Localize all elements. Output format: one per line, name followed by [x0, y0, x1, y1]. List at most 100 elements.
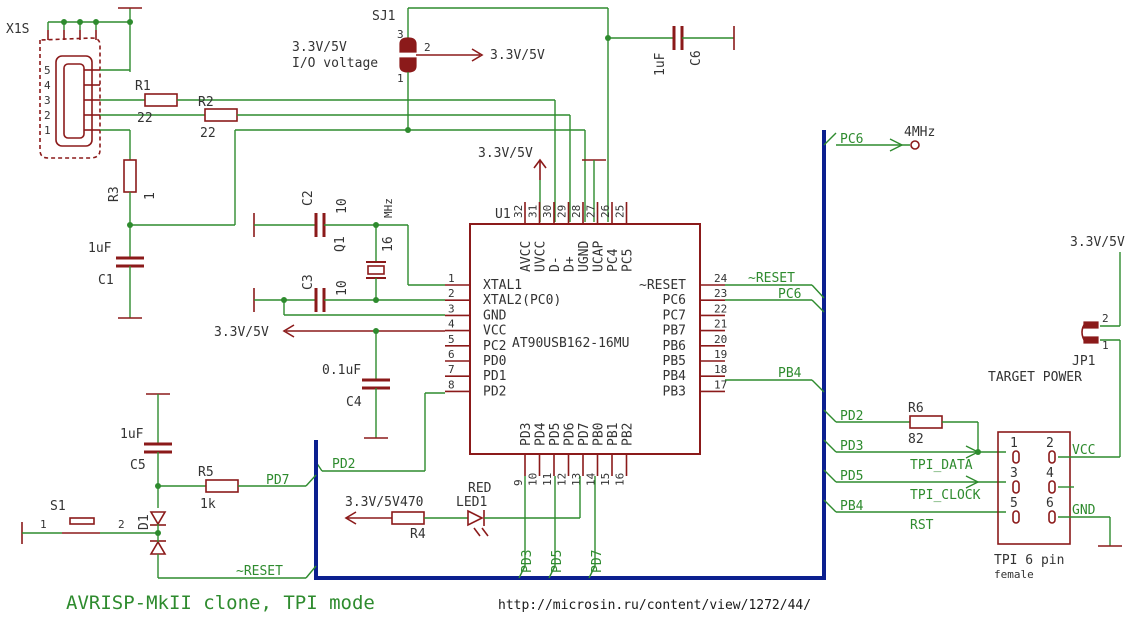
u1-pin-3-name: GND [483, 308, 507, 323]
usb-pin-3: 3 [44, 94, 51, 107]
resistor-r6: R6 82 [908, 401, 1006, 455]
c2-label: C2 [301, 190, 316, 206]
u1-pin-20-number: 20 [714, 333, 727, 346]
jp1-label: JP1 [1072, 354, 1095, 369]
s1-button [69, 517, 95, 525]
u1-pin-27-name: UCAP [592, 241, 607, 272]
diode-d1: D1 ~RESET [137, 511, 317, 579]
conn-sub: female [994, 568, 1034, 581]
u1-pin-11-number: 11 [541, 473, 554, 486]
pb4-right-label: PB4 [840, 499, 864, 514]
conn-pin-6: 6 [1046, 496, 1054, 511]
u1-pin-32-name: AVCC [519, 241, 534, 272]
sj1-arrow [471, 48, 484, 62]
c5-label: C5 [130, 458, 146, 473]
u1-pin-4-number: 4 [448, 318, 455, 331]
signal-bus [314, 130, 826, 580]
pd2-bus-label: PD2 [332, 457, 355, 472]
pc6-bus2-label: PC6 [778, 287, 801, 302]
right-bus-taps: PD2 PD3 PD5 PB4 [823, 409, 1006, 514]
u1-pin-31-name: UVCC [534, 241, 549, 272]
u1-pin-24-number: 24 [714, 272, 728, 285]
usb-pin-4: 4 [44, 79, 51, 92]
u1-pin-22-number: 22 [714, 302, 727, 315]
usb-pin-1: 1 [44, 124, 51, 137]
r4-value: 470 [400, 495, 423, 510]
c4-value: 0.1uF [322, 363, 361, 378]
q1-unit: MHz [382, 198, 395, 218]
u1-pin-15-name: PB1 [606, 423, 621, 446]
u1-pin-6-name: PD0 [483, 354, 506, 369]
u1-pin-17-name: PB3 [663, 384, 686, 399]
c6-label: C6 [689, 50, 704, 66]
vcc-left-arrow: 3.3V/5V [214, 324, 445, 340]
u1-pin-23-name: PC6 [663, 293, 686, 308]
s1-pin-1: 1 [40, 518, 47, 531]
sj1-pad-bottom [399, 57, 417, 73]
led1-color: RED [468, 481, 492, 496]
jp1-pin-2: 2 [1102, 312, 1109, 325]
u1-pin-9-number: 9 [512, 479, 525, 486]
u1-pin-12-number: 12 [556, 473, 569, 486]
u1-pin-1-number: 1 [448, 272, 455, 285]
conn-pin-4: 4 [1046, 466, 1054, 481]
c1-label: C1 [98, 273, 114, 288]
c3-value: 10 [335, 280, 350, 296]
led-r4-chain: 3.3V/5V 470 R4 RED LED1 [344, 476, 581, 542]
capacitor-c4: 0.1uF C4 [322, 331, 390, 439]
u1-pin-29-name: D+ [563, 256, 578, 272]
c4-label: C4 [346, 395, 362, 410]
u1-pin-8-name: PD2 [483, 384, 506, 399]
pc6-bus-label: PC6 [840, 132, 863, 147]
u1-pin-6-number: 6 [448, 348, 455, 361]
u1-pin-32-number: 32 [512, 205, 525, 218]
u1-pin-5-name: PC2 [483, 339, 506, 354]
u1-pin-30-name: D- [548, 256, 563, 272]
u1-pin-2-number: 2 [448, 287, 455, 300]
u1-pin-14-number: 14 [585, 472, 598, 486]
resistor-r3: R3 1 [107, 127, 585, 258]
u1-pin-3-number: 3 [448, 302, 455, 315]
u1-pin-16-name: PB2 [621, 423, 636, 446]
u1-body [469, 223, 701, 455]
r2-value: 22 [200, 126, 216, 141]
conn-pin-2: 2 [1046, 436, 1054, 451]
vcc-top-label: 3.3V/5V [478, 146, 533, 161]
pb4-bus-label: PB4 [778, 366, 802, 381]
capacitor-c2: C2 10 [253, 190, 445, 286]
r6-body [909, 415, 943, 429]
vcc-led-label: 3.3V/5V [345, 495, 400, 510]
crystal-q1: Q1 16 MHz [333, 198, 396, 303]
vcc-conn-label: VCC [1072, 443, 1095, 458]
u1-pin-26-name: PC4 [606, 248, 621, 272]
d1-bottom-triangle [149, 540, 167, 555]
c5-value: 1uF [120, 427, 144, 442]
u1-pin-25-name: PC5 [621, 249, 636, 272]
u1-pin-14-name: PB0 [592, 423, 607, 446]
sj1-label: SJ1 [372, 9, 395, 24]
u1-pin-17-number: 17 [714, 378, 727, 391]
r6-value: 82 [908, 432, 924, 447]
u1-pin-4-name: VCC [483, 324, 506, 339]
u1-pin-9-name: PD3 [519, 423, 534, 446]
u1-pin-27-number: 27 [585, 205, 598, 218]
u1-pin-21-name: PB7 [663, 324, 686, 339]
r1-label: R1 [135, 79, 151, 94]
sj1-pin-3: 3 [397, 28, 404, 41]
u1-pin-11-name: PD5 [548, 423, 563, 446]
conn-pin-3: 3 [1010, 466, 1018, 481]
c1-value: 1uF [88, 241, 112, 256]
u1-pin-12-name: PD6 [563, 423, 578, 446]
reset-bus-label: ~RESET [748, 271, 795, 286]
x1s-label: X1S [6, 22, 29, 37]
usb-pin-2: 2 [44, 109, 51, 122]
s1-pin-2: 2 [118, 518, 125, 531]
u1-part: AT90USB162-16MU [512, 336, 629, 351]
u1-pin-10-number: 10 [527, 473, 540, 486]
u1-pin-15-number: 15 [599, 473, 612, 486]
solder-jumper-sj1: SJ1 3.3V/5V I/O voltage 3 1 2 3.3V/5V [292, 7, 608, 130]
u1-pin-24-name: ~RESET [639, 278, 686, 293]
u1-pin-1-name: XTAL1 [483, 278, 522, 293]
led1-triangle [467, 509, 484, 527]
